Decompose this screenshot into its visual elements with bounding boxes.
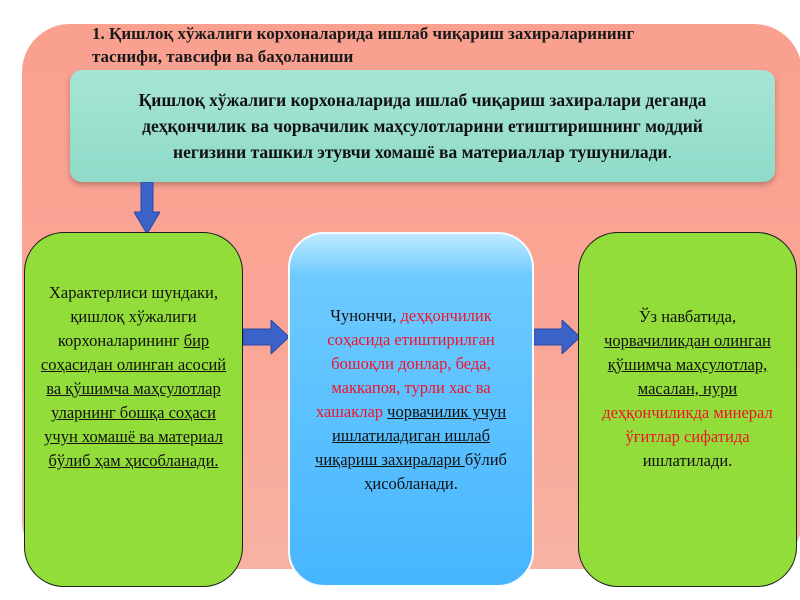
slide-heading: 1. Қишлоқ хўжалиги корхоналарида ишлаб ч… [92,22,752,68]
arrow-right-icon [534,320,580,354]
right-info-box: Ўз навбатида, чорвачиликдан олинган қўши… [578,232,797,587]
definition-box: Қишлоқ хўжалиги корхоналарида ишлаб чиқа… [70,70,775,182]
arrow-down-icon [134,182,160,234]
arrow-right-icon [243,320,289,354]
right-box-lead: Ўз навбатида, [638,307,737,326]
middle-box-underlined-text: чорвачилик учун ишлатиладиган ишлаб чиқа… [315,402,507,469]
right-box-underlined-text: чорвачиликдан олинган қўшимча маҳсулотла… [604,331,771,398]
left-info-box: Характерлиси шундаки, қишлоқ хўжалиги ко… [24,232,243,587]
right-box-red-text: деҳқончиликда минерал ўғитлар сифатида [602,403,773,446]
left-box-text: Характерлиси шундаки, қишлоқ хўжалиги ко… [49,283,218,350]
middle-box-lead: Чунончи, [330,306,401,325]
middle-box-tail: бўлиб ҳисобланади. [364,450,507,493]
middle-info-box: Чунончи, деҳқончилик соҳасида етиштирилг… [288,232,534,587]
middle-box-red-text: деҳқончилик соҳасида етиштирилган бошоқл… [315,306,495,421]
definition-text: Қишлоқ хўжалиги корхоналарида ишлаб чиқа… [138,90,707,162]
left-box-underlined-text: бир соҳасидан олинган асосий ва қўшимча … [40,331,227,470]
right-box-tail: ишлатилади. [642,451,733,470]
heading-line-2: таснифи, тавсифи ва баҳоланиши [92,47,354,66]
heading-line-1: 1. Қишлоқ хўжалиги корхоналарида ишлаб ч… [92,24,635,43]
